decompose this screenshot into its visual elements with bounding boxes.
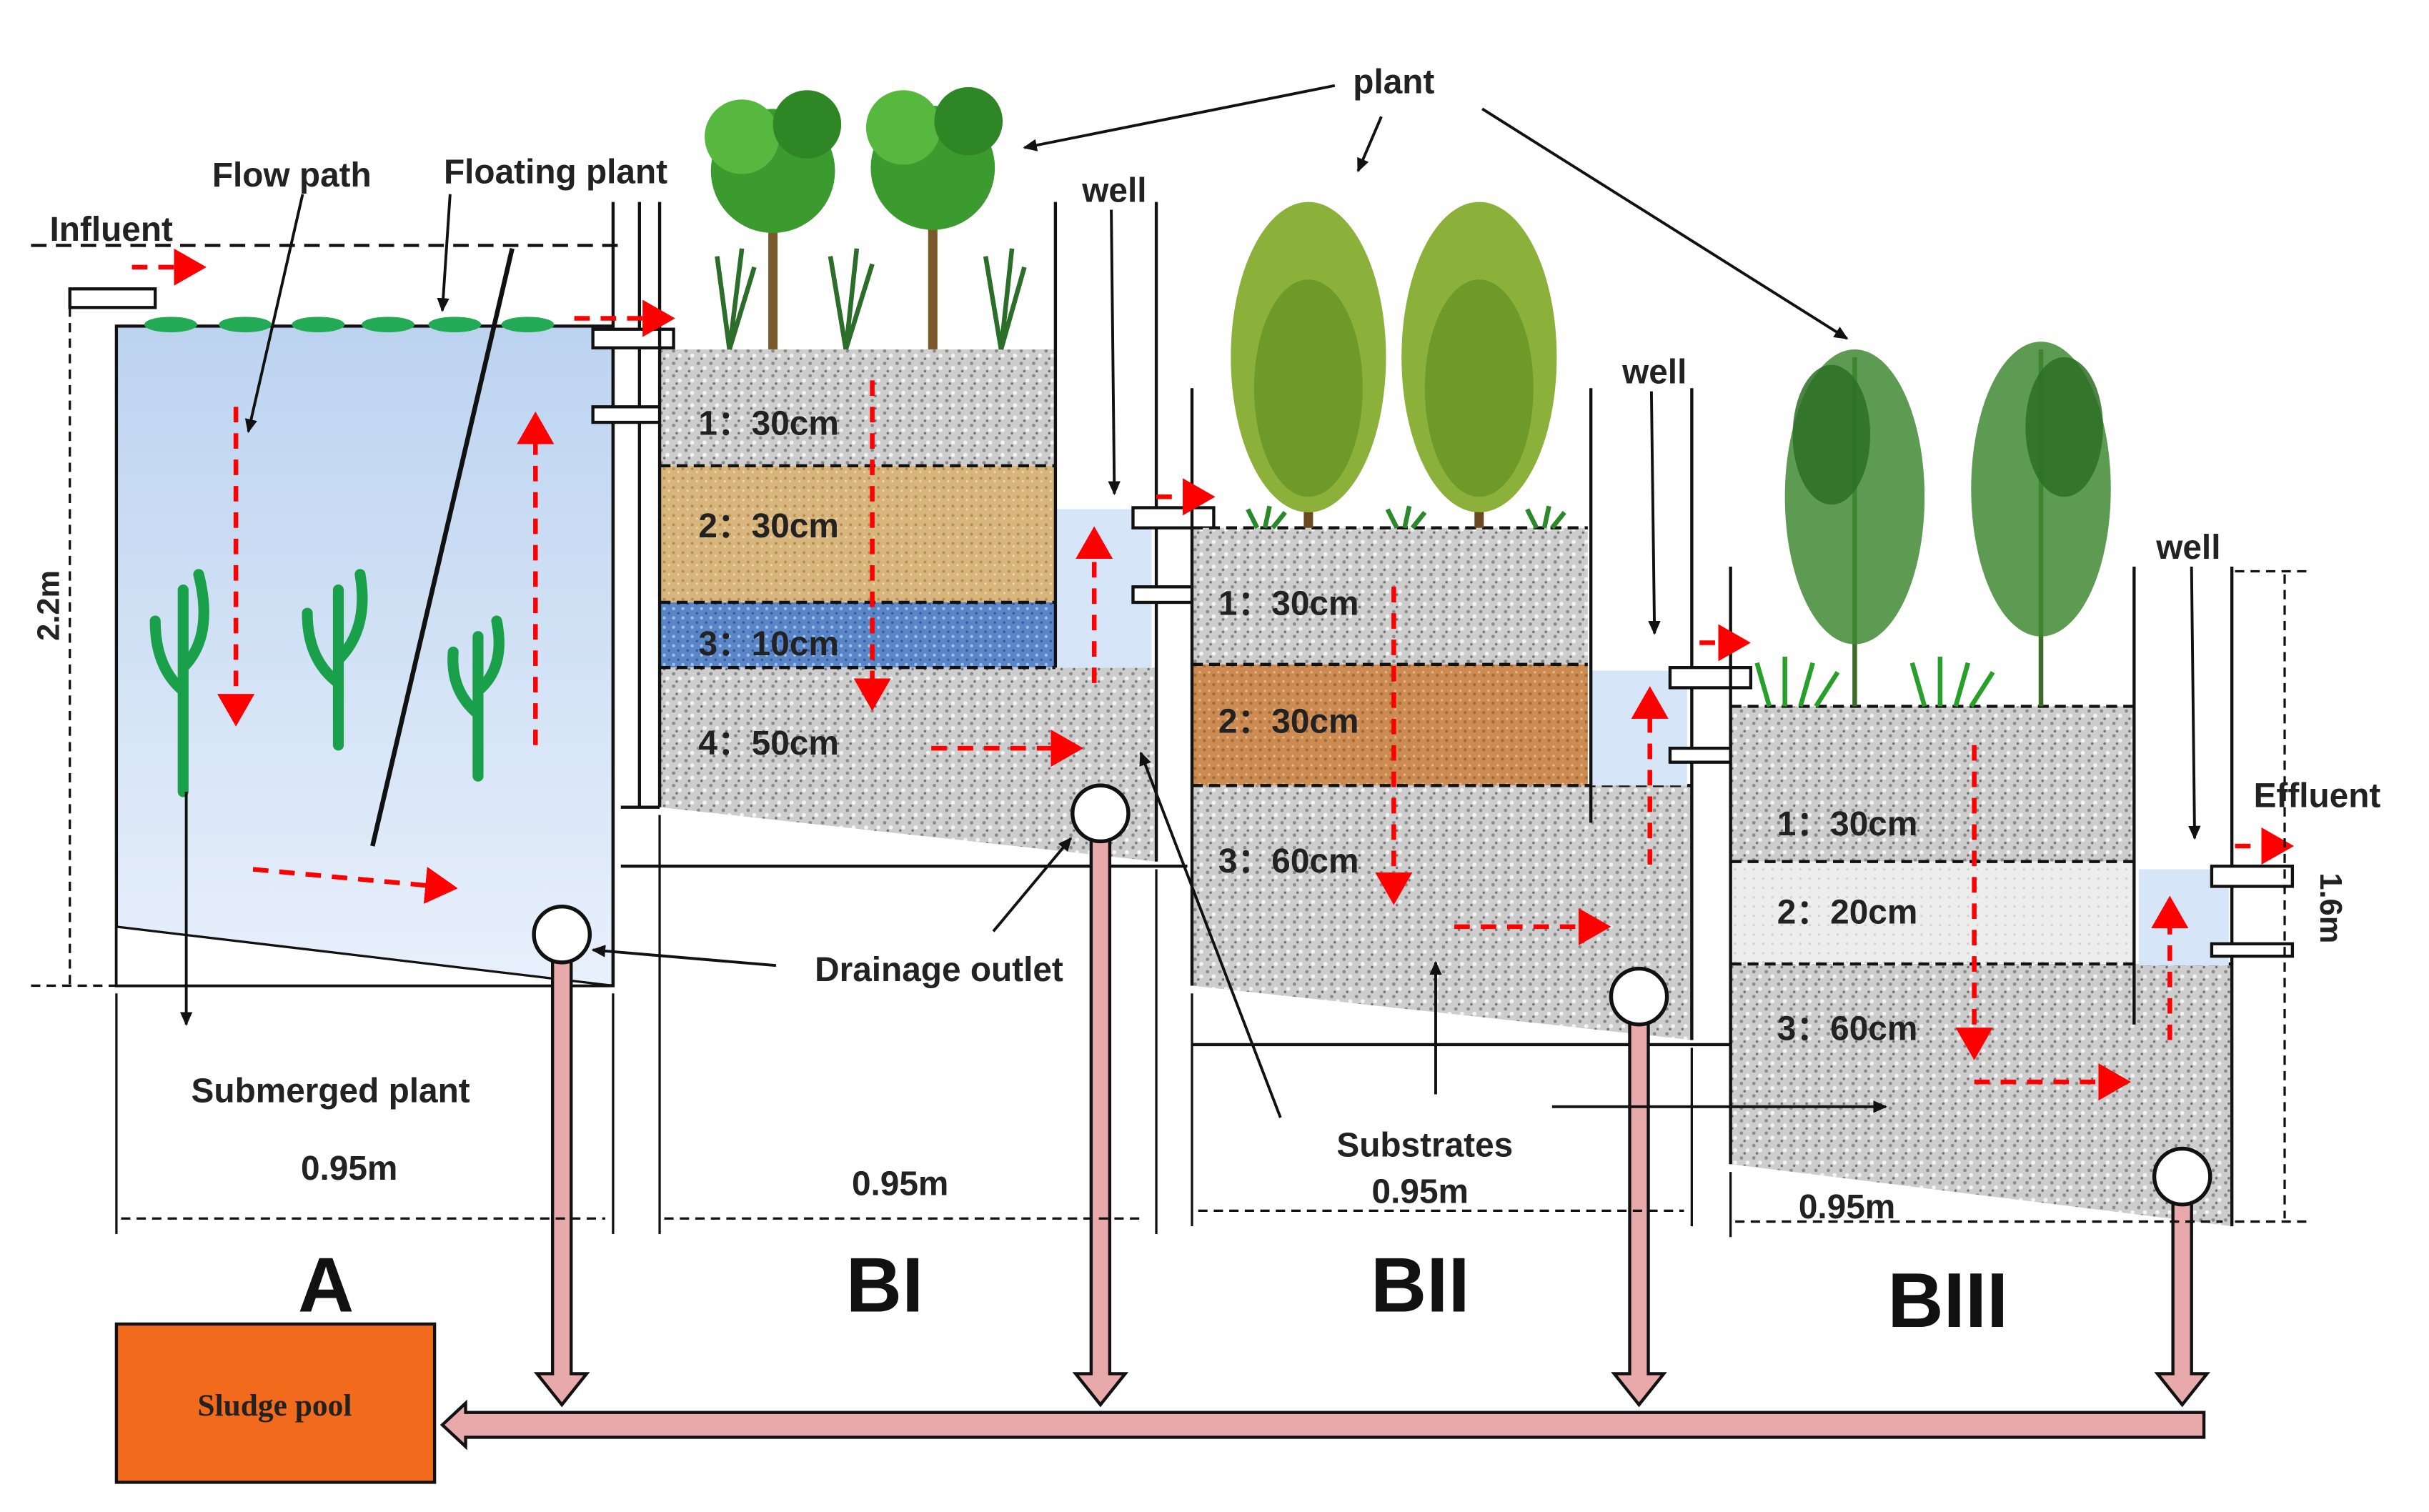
drainage-outlet-a [532,904,592,965]
dimension-lines [31,307,2313,1223]
tree-icons-b1 [705,86,1027,350]
label-effluent: Effluent [2254,777,2381,815]
label-well-b2: well [1621,354,1687,392]
label-well-b1: well [1081,172,1146,210]
layer-b2-3: 3：60cm [1218,842,1359,880]
layer-b2-2: 2：30cm [1218,702,1359,740]
width-b3: 0.95m [1799,1188,1895,1226]
label-submerged-plant: Submerged plant [192,1072,470,1110]
label-plant: plant [1353,64,1434,101]
layer-b3-3: 3：60cm [1777,1010,1917,1048]
sludge-pool-label: Sludge pool [197,1388,352,1423]
label-flow-path: Flow path [212,156,372,194]
drainage-pipes [439,783,2212,1451]
label-influent: Influent [50,211,174,249]
label-height-a: 2.2m [32,570,66,641]
layer-b1-4: 4：50cm [698,725,839,762]
layer-b3-2: 2：20cm [1777,894,1917,932]
drainage-outlet-b2 [1609,966,1669,1027]
unit-name-b3: BIII [1887,1258,2008,1344]
layer-b3-1: 1：30cm [1777,805,1917,843]
submerged-plant-icons [149,569,505,797]
floating-plant-icons [144,317,555,333]
width-a: 0.95m [301,1150,397,1188]
tank-b2 [1190,202,1753,1047]
drainage-outlet-b3 [2152,1146,2212,1207]
unit-name-a: A [298,1243,354,1329]
width-b1: 0.95m [852,1165,948,1203]
label-floating-plant: Floating plant [444,154,667,192]
tank-b1 [657,86,1216,862]
flow-arrows [131,248,2295,1101]
label-drainage-outlet: Drainage outlet [815,951,1063,989]
unit-name-b2: BII [1371,1243,1470,1329]
sludge-pool: Sludge pool [114,1322,437,1484]
label-substrates: Substrates [1336,1126,1513,1164]
label-well-b3: well [2155,529,2220,567]
pointer-arrows [179,84,2201,1118]
unit-name-b1: BI [846,1243,924,1329]
layer-b1-3: 3：10cm [698,625,839,663]
drainage-outlet-b1 [1071,783,1131,844]
willow-icons-b2 [1231,202,1566,529]
label-height-b3: 1.6m [2313,872,2348,943]
bamboo-icons-b3 [1754,342,2111,708]
layer-b2-1: 1：30cm [1218,585,1359,622]
layer-b1-1: 1：30cm [698,404,839,442]
layer-b1-2: 2：30cm [698,507,839,545]
tank-b3 [1729,342,2295,1227]
width-b2: 0.95m [1372,1173,1469,1211]
